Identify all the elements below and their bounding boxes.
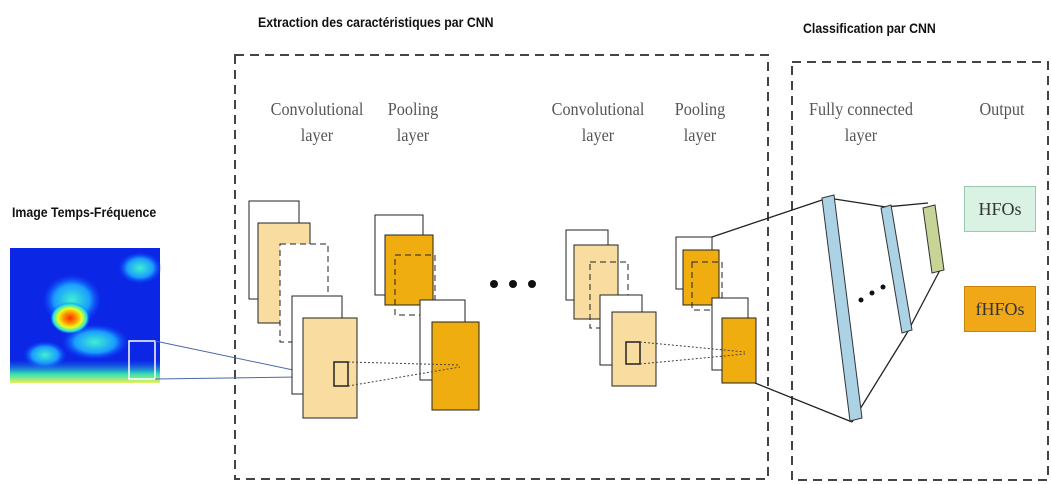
pool1-feature-maps [374,214,480,411]
pool2-feature-maps [675,236,757,384]
time-frequency-image [10,248,162,383]
fc-ellipsis-dot-3 [880,284,886,290]
ellipsis-dot-3 [528,280,536,288]
fc-layer-1 [821,194,863,422]
ellipsis-dot-2 [509,280,517,288]
fc-ellipsis-dot-2 [869,290,875,296]
conv1-label-line1: Convolutional [270,99,364,119]
output-label-line1: Output [979,99,1025,119]
projection1-bottom [347,366,461,387]
fc-label: Fully connected layer [803,96,920,148]
fully-connected-network [711,194,945,423]
classification-frame [791,61,1049,481]
fhfo-output-text: fHFOs [975,298,1025,319]
conv2-label: Convolutional layer [549,96,648,148]
feature-extraction-title: Extraction des caractéristiques par CNN [258,14,494,30]
conv2-feature-maps [565,229,657,387]
conv1-label-line2: layer [300,125,334,145]
projection2-top [639,341,746,353]
input-connector-top [154,340,299,372]
pool2-label-line2: layer [683,125,717,145]
pool1-label-line2: layer [396,125,430,145]
conv2-label-line1: Convolutional [551,99,645,119]
conv1-label: Convolutional layer [268,96,367,148]
pool2-label: Pooling layer [660,96,741,148]
fc-label-line2: layer [844,125,878,145]
fc-output-layer [922,204,945,274]
classification-title: Classification par CNN [803,20,936,36]
pool2-label-line1: Pooling [674,99,726,119]
pool1-label-line1: Pooling [387,99,439,119]
input-image-label: Image Temps-Fréquence [12,204,157,220]
conv2-label-line2: layer [581,125,615,145]
input-connector-bottom [154,376,299,380]
hfo-output-text: HFOs [978,198,1022,219]
fhfo-output-box: fHFOs [964,286,1036,332]
projection2-bottom [639,353,746,365]
projection1-top [347,361,461,366]
conv1-feature-maps [248,200,358,419]
output-label: Output [966,96,1038,122]
fc-label-line1: Fully connected [809,99,913,119]
fc-ellipsis-dot-1 [858,297,864,303]
pool1-label: Pooling layer [373,96,454,148]
hfo-output-box: HFOs [964,186,1036,232]
feature-extraction-frame [234,54,769,480]
ellipsis-dot-1 [490,280,498,288]
fc-layer-2 [880,204,913,334]
